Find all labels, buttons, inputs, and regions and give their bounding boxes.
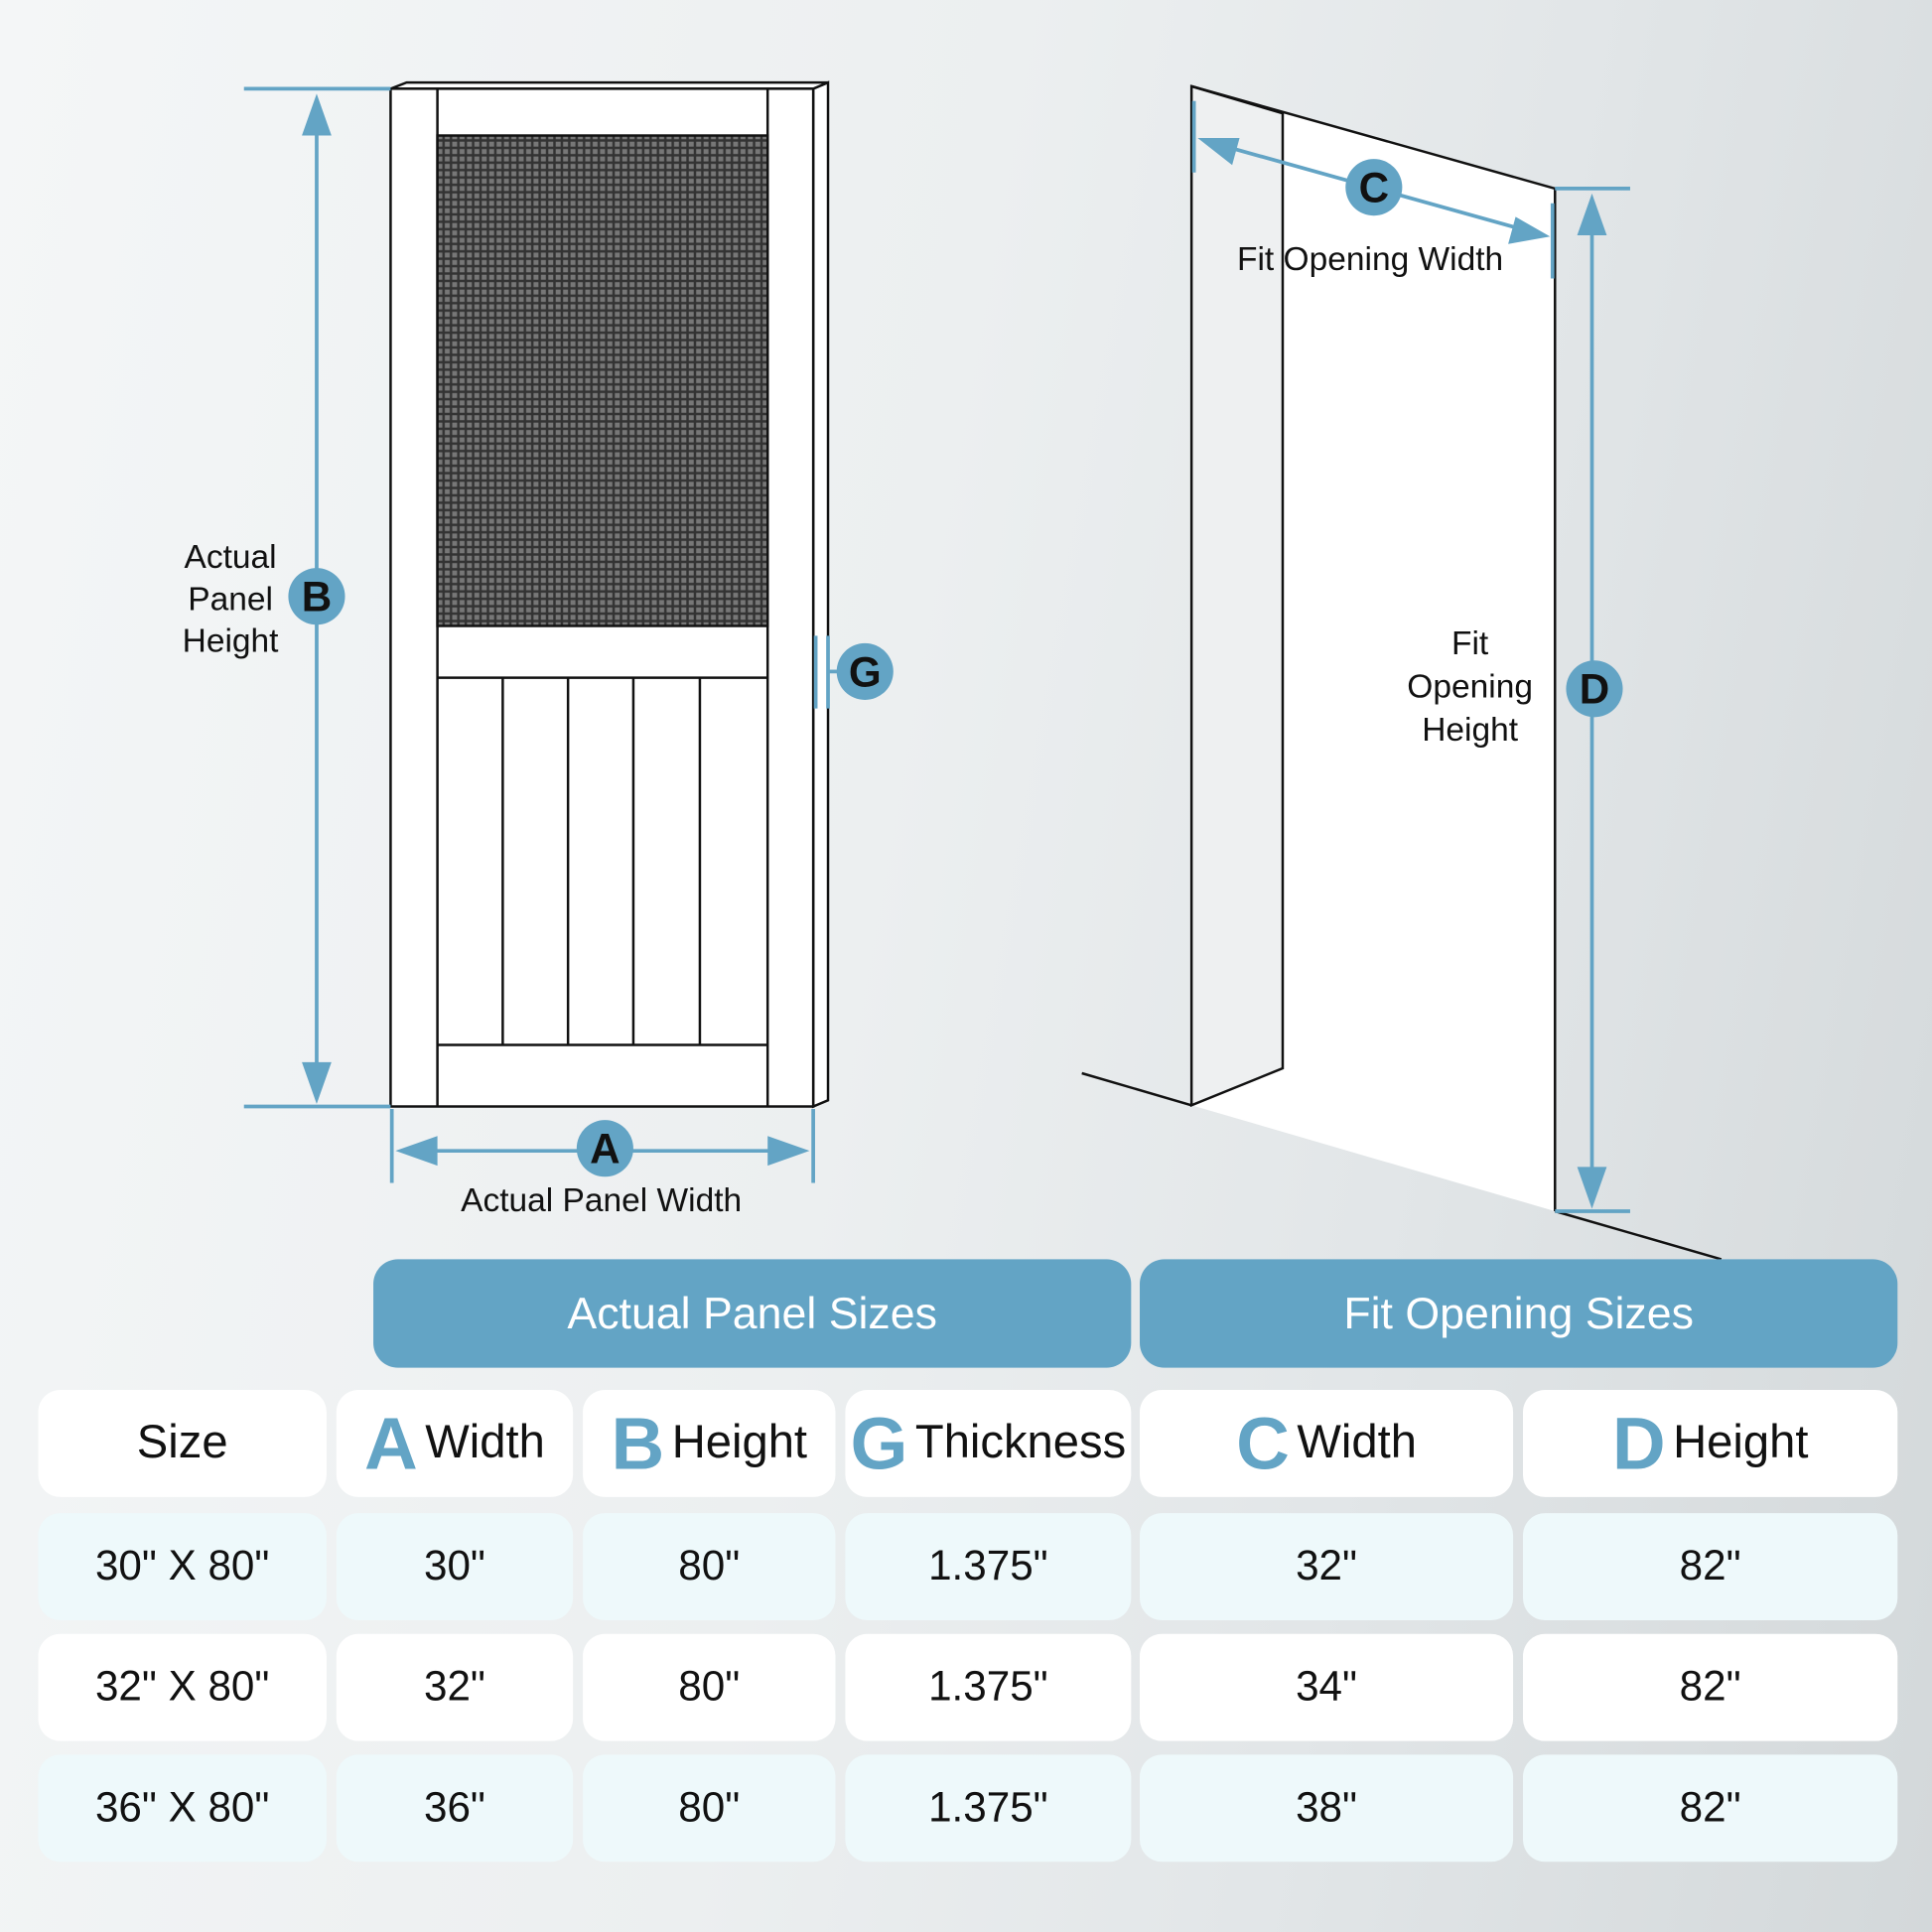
column-letter: C [1236,1401,1290,1484]
group-header-fit-opening-sizes: Fit Opening Sizes [1140,1259,1898,1368]
fit-opening-width-label: Fit Opening Width [1237,241,1503,278]
actual-panel-height-label: Panel [188,581,273,618]
table-cell: 32" [336,1633,574,1741]
table-cell: 82" [1522,1633,1898,1741]
table-cell: 1.375" [845,1513,1132,1621]
marker-a-label: A [590,1126,620,1173]
column-header-label: Size [136,1417,228,1469]
actual-panel-height-label: Height [183,623,280,660]
table-cell: 30" X 80" [38,1513,327,1621]
fit-opening-height-label: Opening [1407,668,1533,705]
table-cell: 1.375" [845,1754,1132,1863]
table-cell: 80" [583,1633,836,1741]
table-cell: 80" [583,1754,836,1863]
marker-g [836,642,894,700]
marker-g-label: G [849,648,882,695]
fit-opening-height-label: Fit [1451,625,1489,662]
fit-opening-height-label: Height [1422,712,1519,749]
screen-door-illustration [389,80,830,1109]
column-header-label: Width [1297,1417,1417,1469]
table-cell: 36" X 80" [38,1754,327,1863]
table-cell: 80" [583,1513,836,1621]
column-letter: B [611,1401,665,1484]
table-cell: 32" [1140,1513,1514,1621]
marker-a [576,1120,633,1177]
table-cell: 30" [336,1513,574,1621]
dimension-diagram: B A G C D Actual Panel Height Actual Pan… [183,80,1723,1261]
column-header-label: Width [425,1417,545,1469]
column-header: Size [38,1389,327,1497]
column-header-label: Thickness [914,1417,1127,1469]
column-header-label: Height [1673,1417,1809,1469]
marker-d [1566,660,1623,718]
group-header-actual-panel-sizes: Actual Panel Sizes [373,1259,1132,1368]
marker-d-label: D [1580,666,1609,713]
column-letter: G [850,1401,908,1484]
table-cell: 38" [1140,1754,1514,1863]
actual-panel-height-label: Actual [185,539,277,576]
dimension-a [389,1108,815,1183]
table-cell: 1.375" [845,1633,1132,1741]
table-cell: 82" [1522,1513,1898,1621]
table-cell: 36" [336,1754,574,1863]
column-header-label: Height [671,1417,808,1469]
door-opening-illustration [1081,84,1723,1261]
table-cell: 82" [1522,1754,1898,1863]
table-cell: 34" [1140,1633,1514,1741]
table-cell: 32" X 80" [38,1633,327,1741]
marker-b [288,568,345,625]
actual-panel-width-label: Actual Panel Width [461,1182,742,1219]
marker-c [1345,159,1403,216]
column-letter: A [364,1401,418,1484]
marker-b-label: B [302,574,332,621]
column-letter: D [1611,1401,1666,1484]
marker-c-label: C [1359,165,1389,211]
